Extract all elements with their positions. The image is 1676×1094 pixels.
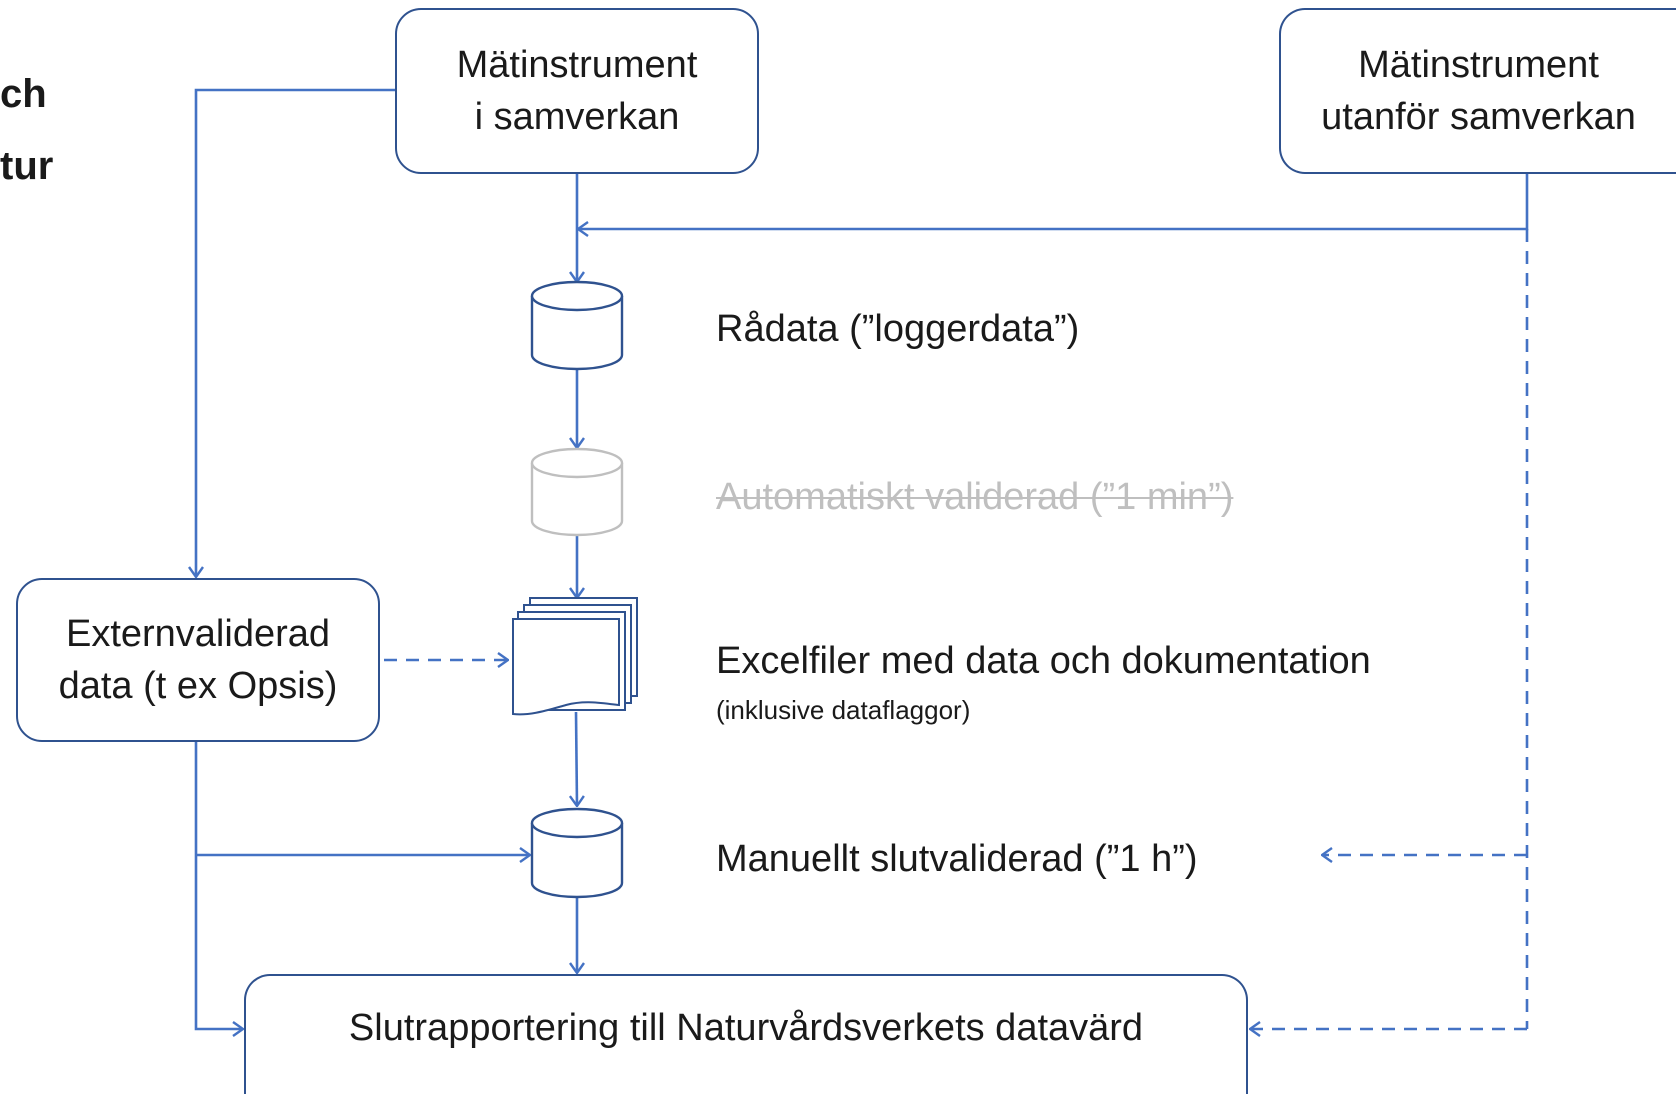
instrument-in-collaboration-box: Mätinstrument i samverkan bbox=[395, 8, 759, 174]
box-line: Mätinstrument bbox=[1358, 43, 1599, 86]
connector-instr-to-external bbox=[196, 88, 395, 577]
stage-label-raw: Rådata (”loggerdata”) bbox=[716, 308, 1080, 350]
connector-excel-to-manual bbox=[576, 711, 577, 806]
multi-document-icon bbox=[512, 597, 638, 716]
stage-label-manual: Manuellt slutvaliderad (”1 h”) bbox=[716, 838, 1198, 880]
box-line: data (t ex Opsis) bbox=[58, 665, 338, 707]
connector-external-down bbox=[194, 742, 243, 1029]
title-fragment-2: tur bbox=[0, 144, 54, 188]
box-line: Slutrapportering till Naturvårdsverkets … bbox=[348, 1006, 1144, 1049]
stage-sublabel-excel: (inklusive dataflaggor) bbox=[716, 695, 971, 725]
database-cylinder-icon bbox=[530, 447, 624, 537]
database-cylinder-icon bbox=[530, 807, 624, 899]
instrument-outside-collaboration-box: Mätinstrument utanför samverkan bbox=[1279, 8, 1676, 174]
stage-label-auto: Automatiskt validerad (”1 min”) bbox=[716, 476, 1234, 518]
connector-out-to-main bbox=[578, 174, 1529, 229]
external-validated-data-box: Externvaliderad data (t ex Opsis) bbox=[16, 578, 380, 742]
box-line: i samverkan bbox=[474, 96, 680, 138]
box-line: Externvaliderad bbox=[65, 612, 331, 655]
final-reporting-box: Slutrapportering till Naturvårdsverkets … bbox=[244, 974, 1248, 1094]
database-cylinder-icon bbox=[530, 280, 624, 371]
stage-label-excel: Excelfiler med data och dokumentation bbox=[716, 640, 1371, 682]
box-line: Mätinstrument bbox=[456, 43, 698, 86]
title-fragment-1: ch bbox=[0, 72, 47, 116]
box-line: utanför samverkan bbox=[1321, 96, 1636, 138]
